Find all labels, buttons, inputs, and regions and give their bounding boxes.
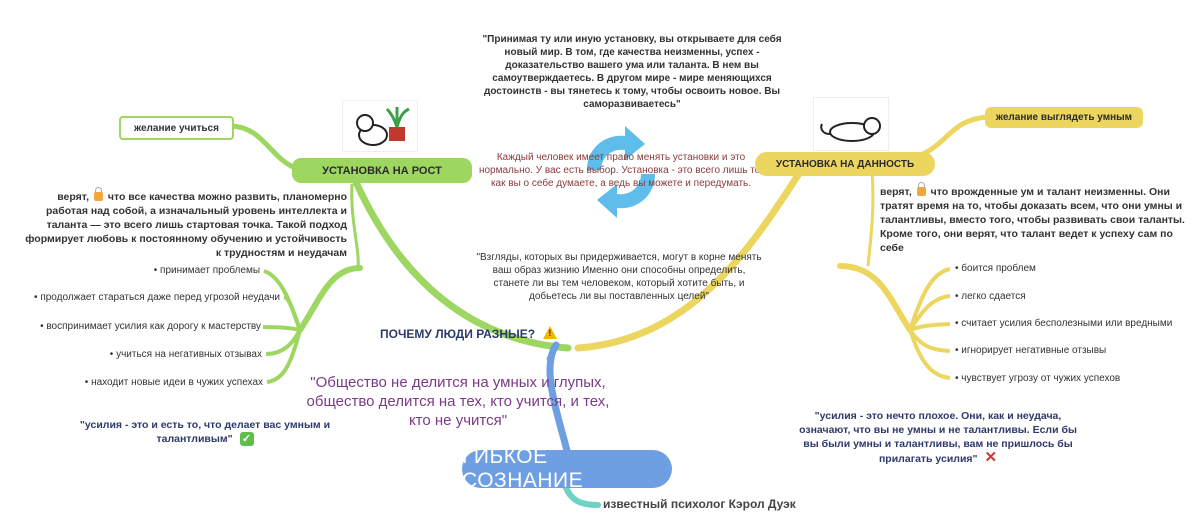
connector-root-subtitle — [562, 482, 601, 508]
lock-icon — [916, 182, 926, 196]
growth-mindset-node[interactable]: УСТАНОВКА НА РОСТ — [292, 158, 472, 183]
root-label: ГИБКОЕ СОЗНАНИЕ — [462, 445, 584, 492]
connector-fixed-belief — [866, 171, 875, 267]
mid-quote: "Взгляды, которых вы придерживается, мог… — [476, 252, 762, 302]
growth-trait-5: • находит новые идеи в чужих успехах — [84, 377, 263, 388]
growth-belief: верят, что все качества можно развить, п… — [22, 187, 347, 260]
fixed-trait-3: • считает усилия бесполезными или вредны… — [955, 318, 1173, 329]
growth-trait-2: • продолжает стараться даже перед угрозо… — [34, 292, 280, 303]
connector-growth-desire — [229, 123, 303, 173]
warning-icon — [543, 326, 558, 339]
growth-effort-text: "усилия - это и есть то, что делает вас … — [79, 419, 331, 445]
fixed-trait-2: • легко сдается — [955, 291, 1026, 302]
connector-fixed-traits — [837, 263, 913, 333]
connector-fixed-trait-3 — [909, 322, 951, 332]
top-quote: "Принимая ту или иную установку, вы откр… — [482, 34, 782, 110]
fixed-trait-1: • боится проблем — [955, 263, 1036, 274]
fixed-desire-label: желание выглядеть умным — [995, 112, 1133, 123]
cat-with-plant-illustration — [342, 100, 418, 152]
growth-desire[interactable]: желание учиться — [119, 116, 234, 140]
root-subtitle: известный психолог Кэрол Дуэк — [603, 497, 796, 511]
connector-fixed-trait-2 — [908, 294, 951, 332]
connector-trait-2 — [283, 295, 302, 331]
connector-center-fixed — [574, 168, 804, 352]
fixed-belief-text: что врожденные ум и талант неизменны. Он… — [880, 186, 1185, 254]
growth-mindset-title: УСТАНОВКА НА РОСТ — [322, 164, 442, 177]
fixed-mindset-title: УСТАНОВКА НА ДАННОСТЬ — [775, 158, 915, 170]
connector-growth-traits — [297, 265, 363, 333]
fixed-effort-quote: "усилия - это нечто плохое. Они, как и н… — [792, 409, 1084, 466]
fixed-trait-4: • игнорирует негативные отзывы — [955, 345, 1107, 356]
refresh-cycle-icon — [573, 124, 669, 220]
growth-trait-3: • воспринимает усилия как дорогу к масте… — [40, 321, 261, 332]
growth-trait-4: • учиться на негативных отзывах — [109, 349, 262, 360]
connector-growth-belief — [350, 183, 360, 269]
cross-icon: ✕ — [984, 449, 998, 466]
root-node[interactable]: ГИБКОЕ СОЗНАНИЕ — [462, 445, 672, 492]
connector-fixed-trait-1 — [908, 267, 951, 331]
fixed-trait-5: • чувствует угрозу от чужих успехов — [955, 373, 1121, 384]
growth-trait-1: • принимает проблемы — [153, 265, 260, 276]
growth-desire-label: желание учиться — [134, 122, 219, 134]
check-icon: ✓ — [239, 432, 254, 446]
question-text: ПОЧЕМУ ЛЮДИ РАЗНЫЕ? — [380, 327, 536, 341]
lock-icon — [93, 187, 103, 201]
fixed-mindset-node[interactable]: УСТАНОВКА НА ДАННОСТЬ — [755, 152, 935, 176]
fixed-belief: верят, что врожденные ум и талант неизме… — [880, 182, 1185, 255]
fixed-effort-text: "усилия - это нечто плохое. Они, как и н… — [799, 410, 1077, 465]
connector-fixed-trait-5 — [908, 329, 951, 380]
fixed-belief-prefix: верят, — [880, 186, 912, 198]
fixed-desire[interactable]: желание выглядеть умным — [985, 107, 1143, 128]
growth-belief-prefix: верят, — [57, 191, 90, 203]
growth-effort-quote: "усилия - это и есть то, что делает вас … — [60, 418, 350, 446]
connector-trait-3 — [262, 325, 301, 332]
center-note: Каждый человек имеет право менять устано… — [478, 152, 764, 189]
connector-center-root-tip — [546, 344, 558, 361]
society-quote: "Общество не делится на умных и глупых, … — [306, 374, 610, 429]
connector-trait-5 — [266, 329, 302, 384]
growth-belief-text: что все качества можно развить, планомер… — [25, 191, 347, 259]
question-title: ПОЧЕМУ ЛЮДИ РАЗНЫЕ? — [380, 325, 558, 341]
connector-center-growth — [351, 176, 572, 352]
lying-cat-illustration — [813, 97, 889, 151]
